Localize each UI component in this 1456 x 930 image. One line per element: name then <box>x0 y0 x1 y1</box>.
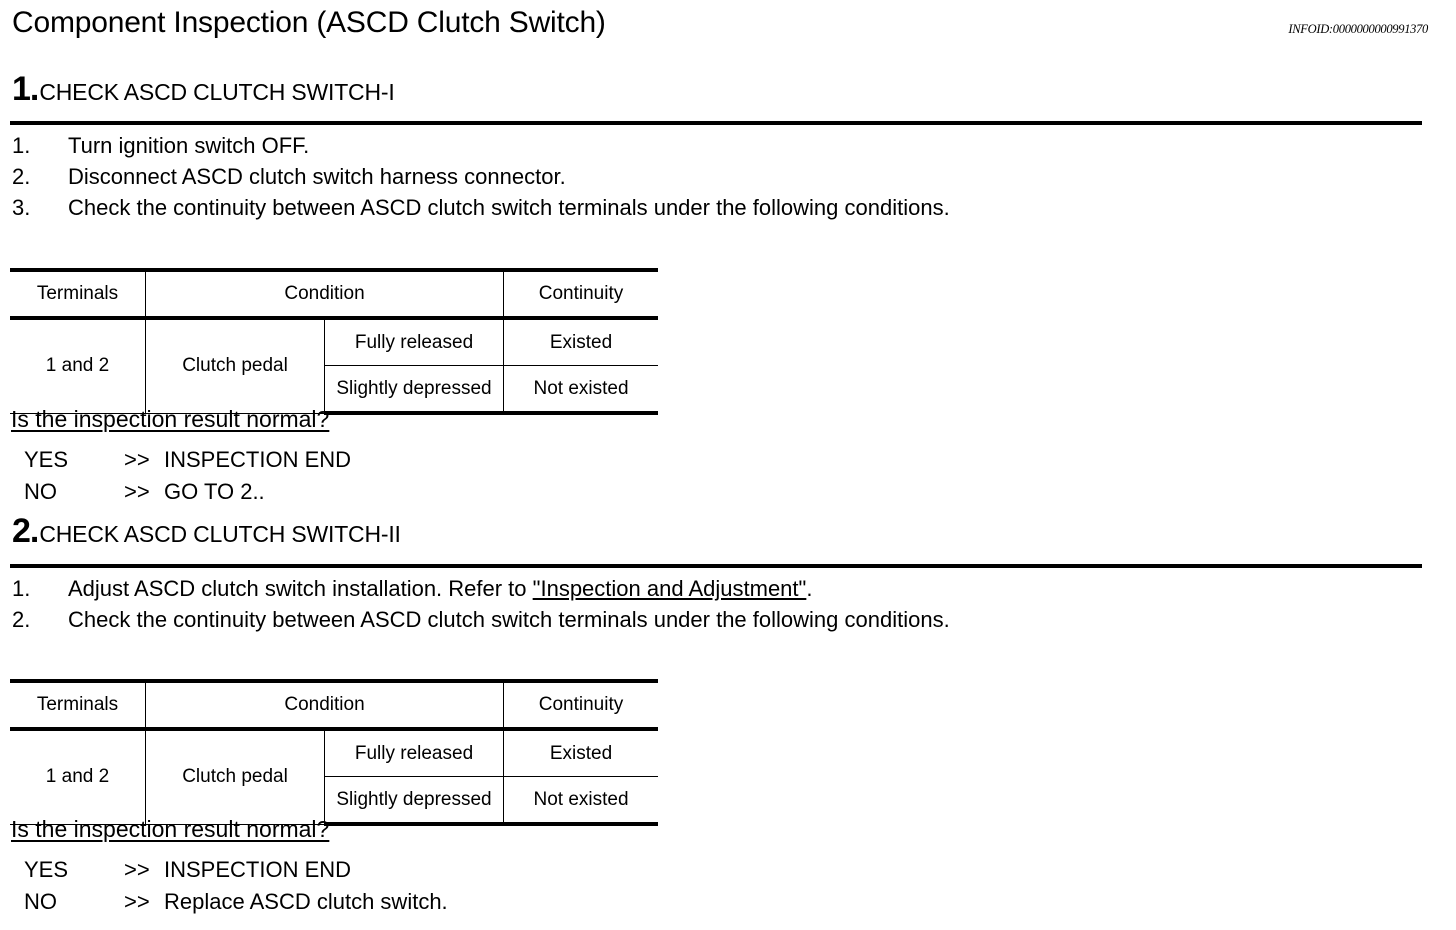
table-cell-continuity: Existed <box>503 317 658 366</box>
list-item-text: Check the continuity between ASCD clutch… <box>68 607 950 632</box>
answer-yes: YES >> INSPECTION END <box>24 444 351 476</box>
table-cell-terminals: 1 and 2 <box>10 317 146 414</box>
table-cell-terminals: 1 and 2 <box>10 728 146 825</box>
inspection-question-2: Is the inspection result normal? <box>11 816 330 842</box>
table-cell-continuity: Existed <box>503 728 658 777</box>
step-2-instruction-list: 1. Adjust ASCD clutch switch installation… <box>12 573 950 635</box>
list-item-text-suffix: . <box>806 576 813 601</box>
table-header-terminals: Terminals <box>10 679 146 731</box>
list-item-text: Turn ignition switch OFF. <box>68 133 310 158</box>
step-1-answers: YES >> INSPECTION END NO >> GO TO 2.. <box>24 444 351 508</box>
list-item: 1. Adjust ASCD clutch switch installation… <box>12 573 950 604</box>
table-header-continuity: Continuity <box>503 268 658 320</box>
list-item: 1. Turn ignition switch OFF. <box>12 130 950 161</box>
list-item-number: 2. <box>12 607 31 632</box>
list-item: 2. Disconnect ASCD clutch switch harness … <box>12 161 950 192</box>
step-2-answers: YES >> INSPECTION END NO >> Replace ASCD clu… <box>24 854 448 918</box>
table-cell-condition: Slightly depressed <box>324 365 504 415</box>
table-header-row: Terminals Condition Continuity <box>10 679 658 731</box>
list-item: 2. Check the continuity between ASCD clut… <box>12 604 950 635</box>
answer-text: INSPECTION END <box>164 857 352 882</box>
list-item-text: Check the continuity between ASCD clutch… <box>68 195 950 220</box>
answer-arrow: >> <box>124 857 150 882</box>
answer-key: NO <box>24 479 57 504</box>
step-2-divider <box>10 564 1422 568</box>
step-1-number: 1. <box>12 70 39 108</box>
answer-text: INSPECTION END <box>164 447 352 472</box>
step-2-title: CHECK ASCD CLUTCH SWITCH-II <box>39 521 401 547</box>
list-item-number: 1. <box>12 576 31 601</box>
answer-key: YES <box>24 447 69 472</box>
answer-key: YES <box>24 857 69 882</box>
table-cell-condition: Fully released <box>324 317 504 366</box>
table-row: Slightly depressed Not existed <box>10 365 658 415</box>
table-cell-component: Clutch pedal <box>145 728 325 825</box>
list-item-number: 3. <box>12 195 31 220</box>
answer-text: GO TO 2.. <box>164 479 265 504</box>
table-row: 1 and 2 Clutch pedal Fully released Exis… <box>10 317 658 414</box>
table-cell-continuity: Not existed <box>503 365 658 415</box>
list-item-text: Adjust ASCD clutch switch installation. … <box>68 576 533 601</box>
list-item-number: 1. <box>12 133 31 158</box>
answer-key: NO <box>24 889 57 914</box>
step-2-number: 2. <box>12 512 39 550</box>
answer-no: NO >> GO TO 2.. <box>24 476 351 508</box>
table-cell-condition: Slightly depressed <box>324 776 504 826</box>
step-1-instruction-list: 1. Turn ignition switch OFF. 2. Disconnect… <box>12 130 950 223</box>
step-1-title: CHECK ASCD CLUTCH SWITCH-I <box>39 79 395 105</box>
list-item-text: Disconnect ASCD clutch switch harness co… <box>68 164 566 189</box>
table-header-continuity: Continuity <box>503 679 658 731</box>
answer-text: Replace ASCD clutch switch. <box>164 889 448 914</box>
step-1-heading: 1. CHECK ASCD CLUTCH SWITCH-I <box>12 72 395 106</box>
continuity-table-2: Terminals Condition Continuity 1 and 2 C… <box>10 679 658 826</box>
answer-yes: YES >> INSPECTION END <box>24 854 448 886</box>
inspection-and-adjustment-link[interactable]: "Inspection and Adjustment" <box>532 576 807 601</box>
step-1-divider <box>10 121 1422 125</box>
continuity-table-1: Terminals Condition Continuity 1 and 2 C… <box>10 268 658 415</box>
inspection-question-1: Is the inspection result normal? <box>11 406 330 432</box>
infoid-label: INFOID:0000000000991370 <box>1288 22 1428 36</box>
table-header-condition: Condition <box>145 268 504 320</box>
table-cell-condition: Fully released <box>324 728 504 777</box>
table-header-row: Terminals Condition Continuity <box>10 268 658 320</box>
answer-arrow: >> <box>124 479 150 504</box>
answer-no: NO >> Replace ASCD clutch switch. <box>24 886 448 918</box>
table-row: Slightly depressed Not existed <box>10 776 658 826</box>
step-2-heading: 2. CHECK ASCD CLUTCH SWITCH-II <box>12 514 401 548</box>
page-title: Component Inspection (ASCD Clutch Switch… <box>12 6 606 39</box>
list-item-number: 2. <box>12 164 31 189</box>
table-cell-component: Clutch pedal <box>145 317 325 414</box>
table-header-terminals: Terminals <box>10 268 146 320</box>
table-cell-continuity: Not existed <box>503 776 658 826</box>
table-header-condition: Condition <box>145 679 504 731</box>
table-row: 1 and 2 Clutch pedal Fully released Exis… <box>10 728 658 825</box>
answer-arrow: >> <box>124 447 150 472</box>
answer-arrow: >> <box>124 889 150 914</box>
list-item: 3. Check the continuity between ASCD clut… <box>12 192 950 223</box>
